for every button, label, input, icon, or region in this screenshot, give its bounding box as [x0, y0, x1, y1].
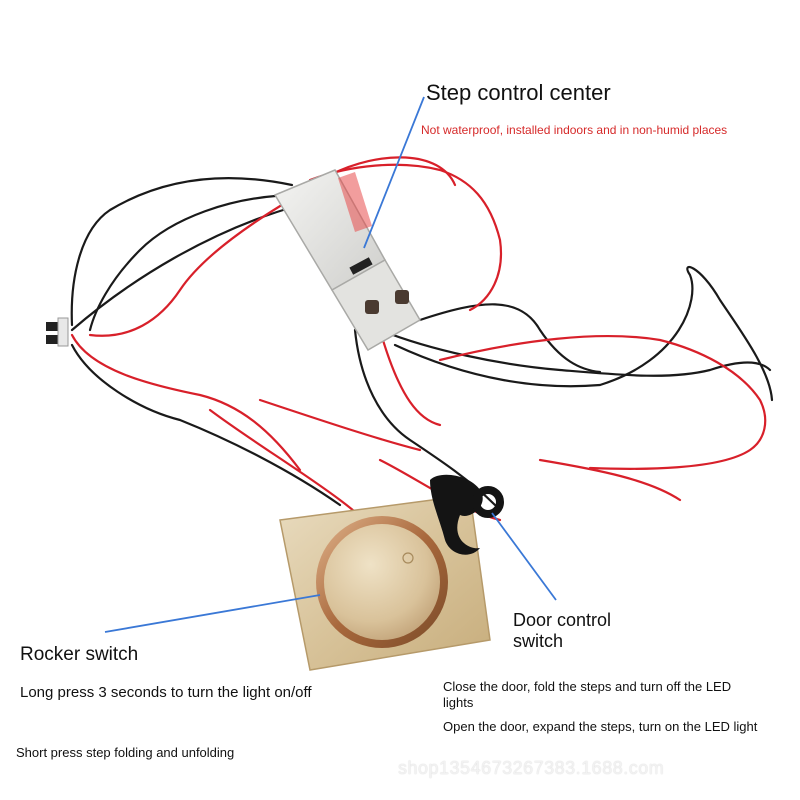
step-control-box	[273, 169, 422, 352]
red-wires	[70, 156, 767, 537]
annotation-pointers	[104, 96, 557, 633]
close-door-description: Close the door, fold the steps and turn …	[443, 679, 732, 710]
shop-watermark: shop1354673267383.1688.com	[398, 758, 665, 778]
rocker-switch-panel	[279, 494, 491, 671]
door-control-switch	[430, 474, 504, 555]
step-control-note: Not waterproof, installed indoors and in…	[421, 123, 728, 137]
short-press-description: Short press step folding and unfolding	[16, 745, 235, 760]
long-press-description: Long press 3 seconds to turn the light o…	[20, 684, 312, 701]
step-control-center-label: Step control center	[426, 80, 611, 105]
connector-clips	[46, 317, 69, 347]
open-door-description: Open the door, expand the steps, turn on…	[443, 719, 758, 734]
rocker-switch-label: Rocker switch	[20, 644, 139, 665]
door-control-switch-label: Door control switch	[513, 610, 612, 651]
